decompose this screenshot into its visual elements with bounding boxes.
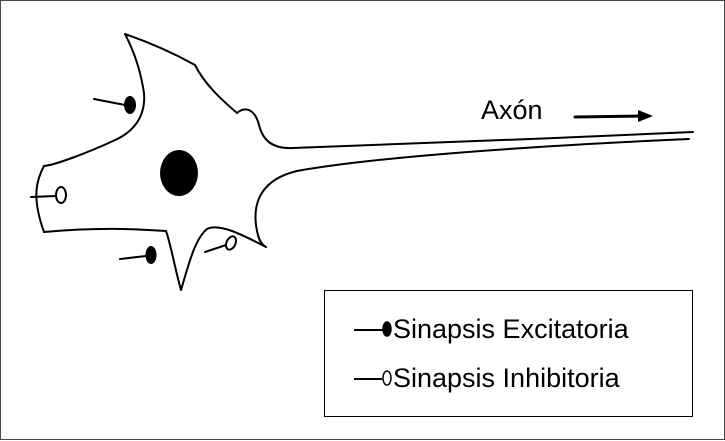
neuron-membrane-lower <box>44 139 689 290</box>
legend-label-excitatory: Sinapsis Excitatoria <box>393 313 629 345</box>
nucleus <box>160 150 198 196</box>
inhibitory-synapse-lower-right <box>205 235 238 252</box>
axon-label: Axón <box>481 95 543 125</box>
neuron-membrane-upper <box>44 34 693 166</box>
dendrite-left-tip <box>36 166 44 232</box>
excitatory-synapse-upper <box>94 97 135 113</box>
excitatory-synapse-lower <box>120 247 156 263</box>
neuron-outline <box>36 34 693 290</box>
legend-item-excitatory: Sinapsis Excitatoria <box>353 313 629 345</box>
filled-synapse-icon <box>353 319 393 339</box>
legend-item-inhibitory: Sinapsis Inhibitoria <box>353 362 620 394</box>
open-synapse-icon <box>353 368 393 388</box>
legend-box: Sinapsis Excitatoria Sinapsis Inhibitori… <box>324 290 693 417</box>
legend-label-inhibitory: Sinapsis Inhibitoria <box>393 362 620 394</box>
axon-arrow-icon <box>575 110 653 122</box>
